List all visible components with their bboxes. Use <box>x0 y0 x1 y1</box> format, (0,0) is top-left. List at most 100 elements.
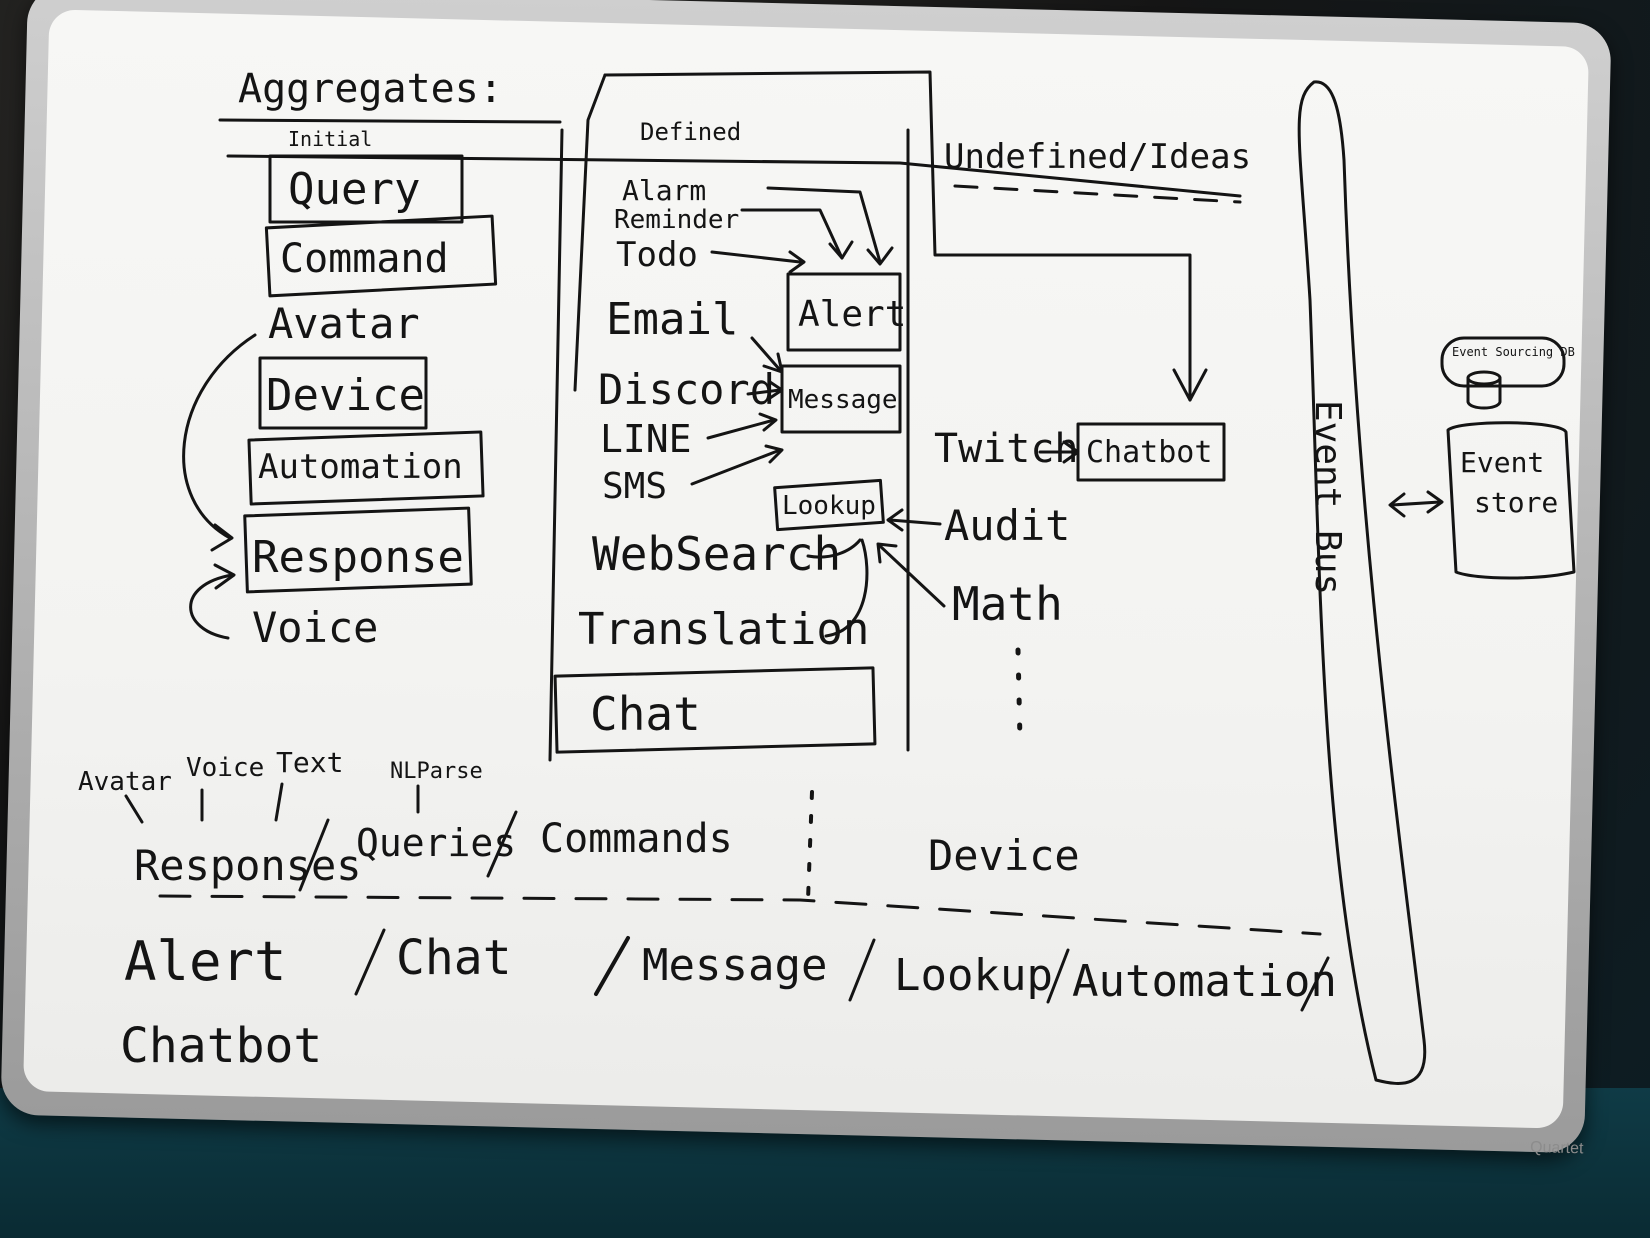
db-cylinder-top <box>1466 370 1502 386</box>
row2-chat: Chat <box>396 930 512 986</box>
input-alarm: Alarm <box>622 174 706 207</box>
input-email: Email <box>606 294 738 345</box>
row2-message: Message <box>642 940 827 991</box>
box-chat <box>553 666 877 754</box>
dotted-separator <box>806 790 814 902</box>
event-store-cylinder <box>1446 421 1576 580</box>
arrow-alarm-alert <box>766 186 882 264</box>
title: Aggregates: <box>238 66 503 112</box>
box-device-label: Device <box>266 370 425 421</box>
box-response-label: Response <box>252 532 464 583</box>
box-alert-label: Alert <box>798 294 906 335</box>
defined-left-upper-edge <box>573 73 607 392</box>
box-command <box>264 214 498 298</box>
bottom-responses: Responses <box>134 841 362 890</box>
db-cylinder-icon <box>1466 376 1502 410</box>
event-sourcing-db-bubble <box>1440 336 1566 388</box>
arrowhead-reminder <box>828 240 854 260</box>
event-store-label-1: Event <box>1460 446 1544 479</box>
arrowhead-math <box>876 542 898 564</box>
defined-left-edge <box>548 128 564 762</box>
column-undefined-label: Undefined/Ideas <box>944 137 1251 177</box>
box-command-label: Command <box>280 236 449 282</box>
arrow-translation-lookup <box>824 538 869 638</box>
arrowhead-line <box>758 412 778 432</box>
row2-automation: Automation <box>1072 956 1337 1007</box>
arrow-email-message <box>750 336 782 372</box>
chatbot-arrowhead <box>1172 368 1208 402</box>
input-line: LINE <box>600 417 692 461</box>
arrowhead-bus <box>1388 492 1406 518</box>
input-todo: Todo <box>616 235 698 275</box>
box-chatbot-label: Chatbot <box>1086 435 1212 470</box>
box-automation <box>247 430 485 506</box>
slash-1 <box>298 818 330 892</box>
arrowhead-voice-response <box>213 563 236 590</box>
idea-audit: Audit <box>944 501 1070 550</box>
arrow-avatar-to-response <box>182 333 257 540</box>
arrow-todo-alert <box>710 250 802 264</box>
arrowhead-sms <box>764 444 784 464</box>
slash-3 <box>354 928 386 996</box>
arrow-line-message <box>706 418 776 440</box>
annotation-avatar: Avatar <box>78 767 172 797</box>
arrowhead-store <box>1426 490 1444 514</box>
arrowhead-alarm <box>866 246 894 266</box>
header-dashed-line <box>953 184 1242 204</box>
box-chat-label: Chat <box>590 687 701 741</box>
row2-alert: Alert <box>124 930 287 993</box>
input-translation: Translation <box>578 604 869 655</box>
input-discord: Discord <box>598 365 775 414</box>
ideas-continuation-dots <box>1015 647 1023 743</box>
row2-lookup: Lookup <box>894 950 1053 1001</box>
annotation-voice: Voice <box>186 753 264 783</box>
slash-7 <box>1300 956 1330 1012</box>
box-query-label: Query <box>288 164 420 215</box>
box-response <box>243 506 473 594</box>
box-lookup <box>773 478 885 532</box>
column-initial-label: Initial <box>288 127 372 151</box>
row3-chatbot: Chatbot <box>120 1018 322 1074</box>
arrow-voice-to-response <box>189 573 234 640</box>
arrowhead-todo <box>788 250 806 274</box>
label-avatar: Avatar <box>268 299 420 348</box>
event-sourcing-db-label: Event Sourcing DB <box>1452 345 1575 359</box>
box-alert <box>786 272 902 352</box>
arrow-websearch-lookup <box>806 538 862 559</box>
arrowhead-discord <box>768 380 784 400</box>
header-divider <box>226 154 1242 198</box>
annotation-text: Text <box>276 746 343 779</box>
input-reminder: Reminder <box>614 205 739 235</box>
idea-twitch: Twitch <box>934 426 1079 472</box>
slash-4 <box>594 936 630 996</box>
annotation-nlparse: NLParse <box>390 759 483 784</box>
annotation-ticks <box>124 782 420 824</box>
label-voice: Voice <box>252 603 378 652</box>
arrow-discord-message <box>746 388 782 396</box>
arrow-sms-message <box>690 448 782 486</box>
brand-logo: Quartet <box>1530 1139 1584 1157</box>
slash-6 <box>1046 948 1070 1004</box>
input-sms: SMS <box>602 466 667 507</box>
event-store-label-2: store <box>1474 486 1558 519</box>
box-message-label: Message <box>788 385 898 415</box>
box-lookup-label: Lookup <box>782 491 876 521</box>
bottom-dashed-line <box>158 894 1322 936</box>
event-bus-label: Event Bus <box>1307 400 1348 595</box>
slash-5 <box>848 938 876 1002</box>
bottom-device: Device <box>928 831 1080 880</box>
title-underline <box>218 118 562 124</box>
box-automation-label: Automation <box>258 447 463 487</box>
bottom-commands: Commands <box>540 816 733 862</box>
arrow-math-lookup <box>878 544 946 608</box>
box-chatbot <box>1076 422 1226 482</box>
arrowhead-email <box>762 352 784 374</box>
column-defined-label: Defined <box>640 118 741 146</box>
arrowhead-avatar-response <box>210 523 234 552</box>
arrow-audit-lookup <box>888 518 942 526</box>
slash-2 <box>486 810 518 878</box>
idea-math: Math <box>952 577 1063 631</box>
arrowhead-audit <box>886 508 904 532</box>
defined-top-outline <box>603 70 1192 402</box>
